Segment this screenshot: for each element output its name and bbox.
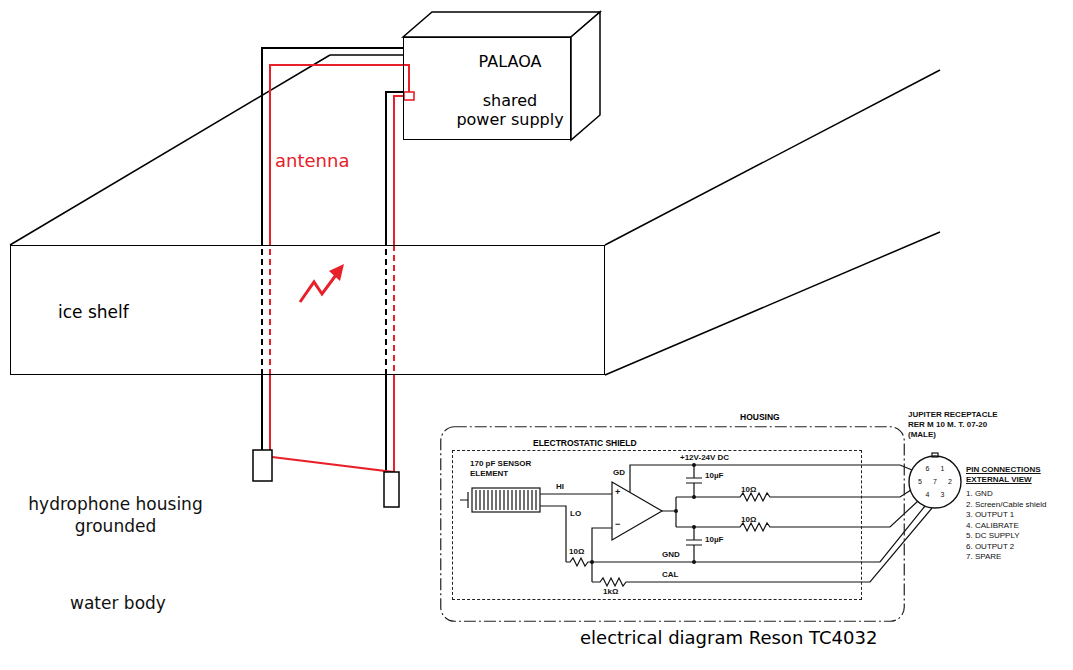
label-anchor: 6: [922, 464, 934, 474]
label-anchor: 10µF: [705, 535, 723, 545]
label-anchor: 10Ω: [741, 485, 756, 495]
label-anchor: JUPITER RECEPTACLE RER M 10 M. T. 07-20 …: [908, 410, 1008, 440]
capacitor-value: 10µF: [705, 471, 723, 481]
signal-name: CAL: [662, 570, 678, 580]
label-anchor: 2. Screen/Cable shield: [966, 500, 1047, 510]
label-anchor: 6. OUTPUT 2: [966, 542, 1014, 552]
connector-label: JUPITER RECEPTACLE RER M 10 M. T. 07-20 …: [908, 410, 1008, 440]
electrostatic-shield: ELECTROSTATIC SHIELD: [452, 450, 862, 600]
signal-name: GND: [662, 550, 680, 560]
resistor-value: 10Ω: [741, 515, 756, 525]
node-heading: PALAOA: [456, 52, 564, 71]
pin-heading: PIN CONNECTIONS EXTERNAL VIEW: [966, 465, 1066, 485]
label-anchor: 7. SPARE: [966, 552, 1001, 562]
label-anchor: antenna: [275, 149, 349, 172]
label-anchor: 5. DC SUPPLY: [966, 531, 1020, 541]
signal-name: LO: [570, 509, 581, 519]
label-anchor: HI: [556, 482, 564, 492]
label-anchor: 1: [937, 464, 949, 474]
pin-number: 4: [922, 490, 934, 500]
hydrophone-housing: [253, 450, 399, 507]
label-anchor: 170 pF SENSOR ELEMENT: [470, 459, 550, 479]
label-anchor: 2: [944, 477, 956, 487]
housing-border: [440, 426, 905, 622]
input-sign: +: [615, 487, 620, 497]
sensor-label: 170 pF SENSOR ELEMENT: [470, 459, 550, 479]
label-anchor: +12V-24V DC: [680, 453, 729, 463]
antenna-label: antenna: [275, 149, 349, 172]
hydrophone-label: hydrophone housing grounded: [8, 493, 223, 537]
label-anchor: 1kΩ: [603, 587, 618, 597]
node-heading: ice shelf: [58, 302, 604, 322]
label-anchor: hydrophone housing grounded: [8, 493, 223, 537]
label-anchor: water body: [70, 592, 166, 614]
label-anchor: 1. GND: [966, 489, 993, 499]
pin-list-item: 4. CALIBRATE: [966, 521, 1019, 531]
pin-number: 3: [937, 490, 949, 500]
schematic-wiring: [460, 453, 961, 586]
label-anchor: 10Ω: [569, 547, 584, 557]
input-sign: −: [615, 519, 620, 529]
supply-label: +12V-24V DC: [680, 453, 729, 463]
label-anchor: −: [615, 519, 620, 529]
label-anchor: LO: [570, 509, 581, 519]
antenna-loop: [270, 65, 414, 472]
node-heading: ELECTROSTATIC SHIELD: [533, 438, 637, 448]
pin-number: 6: [922, 464, 934, 474]
node-heading: HOUSING: [740, 412, 780, 422]
pin-number: 1: [937, 464, 949, 474]
pin-name: GD: [613, 468, 625, 478]
lightning-arrow: [300, 264, 344, 302]
pin-number: 7: [929, 477, 941, 487]
signal-name: HI: [556, 482, 564, 492]
label-anchor: 10µF: [705, 471, 723, 481]
label-anchor: 4. CALIBRATE: [966, 521, 1019, 531]
label-anchor: 3: [937, 490, 949, 500]
label-anchor: +: [615, 487, 620, 497]
label-anchor: 5: [914, 477, 926, 487]
pin-list-item: 3. OUTPUT 1: [966, 510, 1014, 520]
resistor-value: 1kΩ: [603, 587, 618, 597]
junction-dots: [590, 463, 696, 564]
pin-number: 5: [914, 477, 926, 487]
pin-list-item: 5. DC SUPPLY: [966, 531, 1020, 541]
hydrophone-cable: [262, 48, 403, 472]
label-anchor: GD: [613, 468, 625, 478]
capacitor-value: 10µF: [705, 535, 723, 545]
label-anchor: 3. OUTPUT 1: [966, 510, 1014, 520]
caption: electrical diagram Reson TC4032: [580, 627, 877, 649]
pin-list-item: 1. GND: [966, 489, 993, 499]
label-anchor: PIN CONNECTIONS EXTERNAL VIEW: [966, 465, 1066, 485]
pin-list-item: 7. SPARE: [966, 552, 1001, 562]
label-anchor: 10Ω: [741, 515, 756, 525]
pin-list-item: 2. Screen/Cable shield: [966, 500, 1047, 510]
label-anchor: 4: [922, 490, 934, 500]
water-label: water body: [70, 592, 166, 614]
node-text: shared power supply: [456, 91, 564, 129]
label-anchor: GND: [662, 550, 680, 560]
housing-outline: HOUSINGELECTROSTATIC SHIELD: [440, 426, 905, 622]
resistor-value: 10Ω: [741, 485, 756, 495]
ice-shelf-block: ice shelf: [10, 245, 605, 375]
resistor-value: 10Ω: [569, 547, 584, 557]
power-supply-box: PALAOA shared power supply: [403, 37, 571, 140]
pin-list-item: 6. OUTPUT 2: [966, 542, 1014, 552]
label-anchor: CAL: [662, 570, 678, 580]
label-anchor: 7: [929, 477, 941, 487]
pin-number: 2: [944, 477, 956, 487]
power-supply-faces: [403, 12, 600, 140]
housing-border-line: [441, 427, 905, 622]
